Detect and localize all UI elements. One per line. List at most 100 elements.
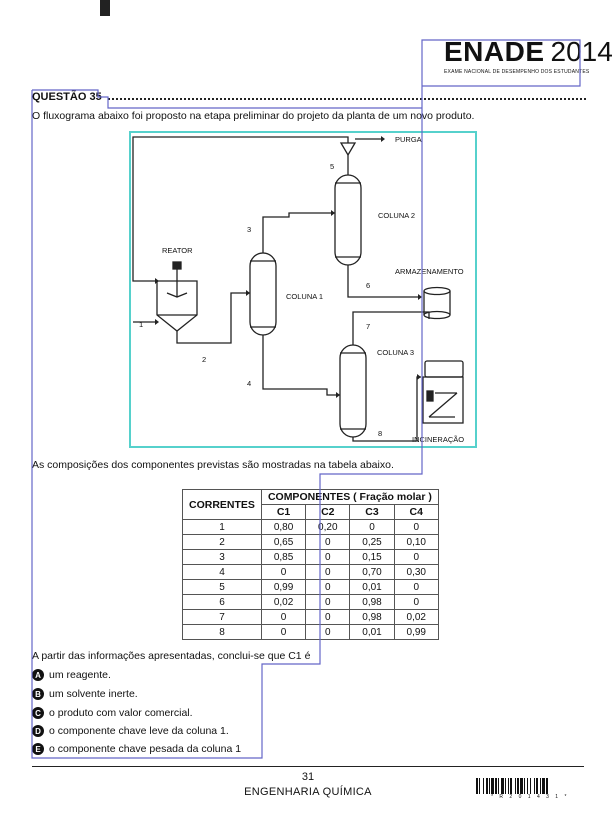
- col-c3: C3: [349, 504, 395, 520]
- fraction-cell: 0,98: [349, 594, 395, 610]
- page-corner-mark: [100, 0, 110, 16]
- option-b[interactable]: B um solvente inerte.: [32, 688, 138, 700]
- course-name: ENGENHARIA QUÍMICA: [244, 786, 372, 798]
- barcode-bar: [534, 778, 535, 794]
- purge-splitter: [339, 142, 357, 175]
- option-d-letter: D: [32, 725, 44, 737]
- fraction-cell: 0,30: [393, 564, 439, 580]
- stream-1-label: 1: [139, 320, 143, 329]
- storage-tank: [423, 286, 451, 320]
- fraction-cell: 0: [305, 594, 351, 610]
- stream-cell: 8: [182, 624, 262, 640]
- option-e[interactable]: E o componente chave pesada da coluna 1: [32, 743, 241, 755]
- incinerator: [422, 360, 464, 424]
- page-number: 31: [301, 771, 315, 783]
- logo-title: ENADE: [444, 36, 545, 67]
- barcode-bar: [491, 778, 494, 794]
- option-b-text: um solvente inerte.: [49, 688, 138, 700]
- barcode-bar: [505, 778, 506, 794]
- option-a-text: um reagente.: [49, 669, 111, 681]
- process-flowchart: PURGA REATOR COLUNA 1 COLUNA 2 COLUNA 3 …: [132, 135, 464, 444]
- fraction-cell: 0: [305, 534, 351, 550]
- fraction-cell: 0: [305, 609, 351, 625]
- fraction-cell: 0,02: [393, 609, 439, 625]
- reactor-vessel: [156, 261, 198, 337]
- label-purga: PURGA: [395, 135, 422, 144]
- header-correntes: CORRENTES: [182, 489, 262, 520]
- option-c[interactable]: C o produto com valor comercial.: [32, 707, 193, 719]
- logo-year: 2014: [550, 36, 613, 67]
- fraction-cell: 0,20: [305, 519, 351, 535]
- barcode: [476, 778, 548, 794]
- fraction-cell: 0: [305, 549, 351, 565]
- fraction-cell: 0: [260, 564, 307, 580]
- fraction-cell: 0: [305, 564, 351, 580]
- barcode-bar: [542, 778, 545, 794]
- coluna-2-vessel: [334, 174, 362, 266]
- label-reator: REATOR: [162, 246, 193, 255]
- fraction-cell: 0,01: [349, 579, 395, 595]
- col-c4: C4: [393, 504, 439, 520]
- fraction-cell: 0,01: [349, 624, 395, 640]
- question-conclusion: A partir das informações apresentadas, c…: [32, 650, 311, 662]
- barcode-bar: [540, 778, 541, 794]
- option-c-text: o produto com valor comercial.: [49, 707, 193, 719]
- fraction-cell: 0: [260, 609, 307, 625]
- fraction-cell: 0,98: [349, 609, 395, 625]
- fraction-cell: 0,15: [349, 549, 395, 565]
- logo-subtitle: EXAME NACIONAL DE DESEMPENHO DOS ESTUDAN…: [444, 69, 590, 75]
- barcode-bar: [515, 778, 516, 794]
- stream-7-label: 7: [366, 322, 370, 331]
- stream-4-label: 4: [247, 379, 251, 388]
- col-c2: C2: [305, 504, 351, 520]
- barcode-bar: [530, 778, 531, 794]
- fraction-cell: 0: [305, 579, 351, 595]
- barcode-bar: [479, 778, 480, 794]
- fraction-cell: 0,02: [260, 594, 307, 610]
- fraction-cell: 0: [305, 624, 351, 640]
- stream-6-label: 6: [366, 281, 370, 290]
- fraction-cell: 0: [393, 549, 439, 565]
- barcode-bar: [520, 778, 523, 794]
- fraction-cell: 0,85: [260, 549, 307, 565]
- barcode-bar: [508, 778, 509, 794]
- fraction-cell: 0: [260, 624, 307, 640]
- stream-5-label: 5: [330, 162, 334, 171]
- stream-3-label: 3: [247, 225, 251, 234]
- stream-cell: 2: [182, 534, 262, 550]
- coluna-1-vessel: [249, 252, 277, 336]
- barcode-bar: [527, 778, 528, 794]
- fraction-cell: 0,25: [349, 534, 395, 550]
- option-c-letter: C: [32, 707, 44, 719]
- fraction-cell: 0,99: [260, 579, 307, 595]
- stream-2-label: 2: [202, 355, 206, 364]
- barcode-digits: * R 2 0 1 4 3 1 *: [491, 794, 569, 800]
- barcode-bar: [517, 778, 519, 794]
- fraction-cell: 0: [393, 519, 439, 535]
- option-d[interactable]: D o componente chave leve da coluna 1.: [32, 725, 229, 737]
- option-e-letter: E: [32, 743, 44, 755]
- label-coluna-3: COLUNA 3: [377, 348, 414, 357]
- stream-cell: 5: [182, 579, 262, 595]
- option-a[interactable]: A um reagente.: [32, 669, 111, 681]
- barcode-bar: [546, 778, 548, 794]
- barcode-bar: [489, 778, 490, 794]
- stream-arrows: [155, 136, 422, 398]
- option-d-text: o componente chave leve da coluna 1.: [49, 725, 229, 737]
- stream-cell: 7: [182, 609, 262, 625]
- coluna-3-vessel: [339, 344, 367, 438]
- fraction-cell: 0,99: [393, 624, 439, 640]
- barcode-bar: [501, 778, 504, 794]
- fraction-cell: 0: [349, 519, 395, 535]
- question-label: QUESTÃO 35: [32, 91, 102, 103]
- stream-cell: 1: [182, 519, 262, 535]
- footer-divider: [32, 766, 584, 767]
- option-b-letter: B: [32, 688, 44, 700]
- stream-cell: 4: [182, 564, 262, 580]
